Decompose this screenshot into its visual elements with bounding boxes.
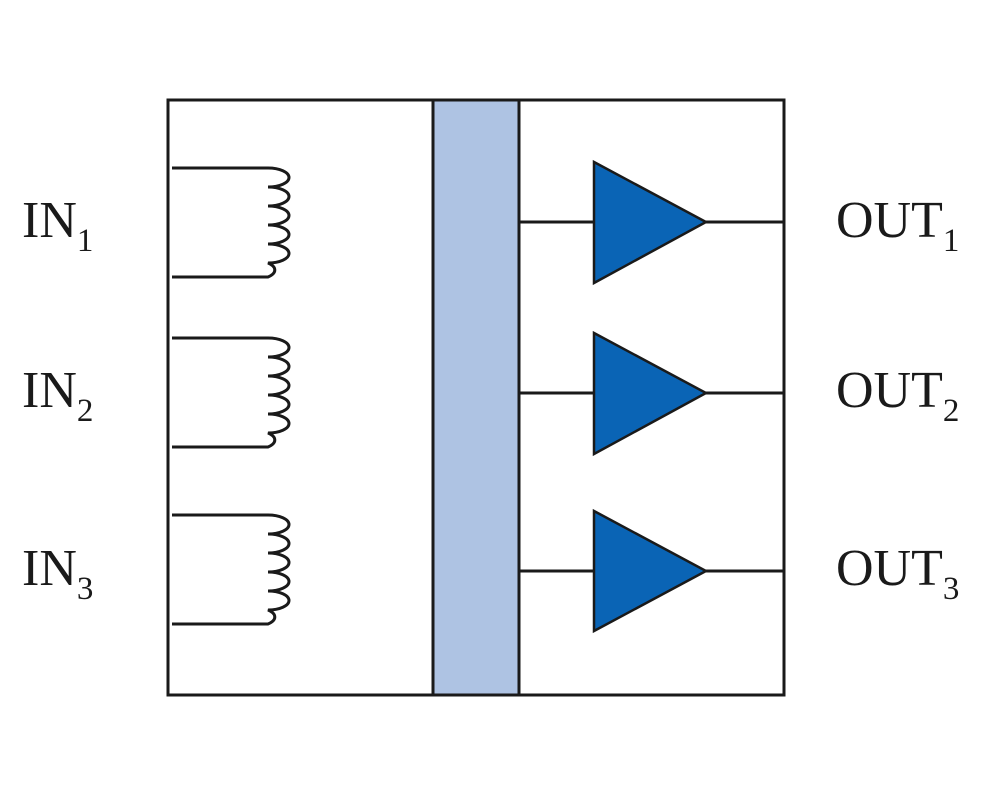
- amplifier-triangle-icon: [592, 330, 709, 457]
- input-label-name: IN: [22, 540, 77, 597]
- output-label-name: OUT: [836, 192, 943, 249]
- output-label-subscript: 3: [943, 571, 960, 607]
- output-label-subscript: 1: [943, 223, 960, 259]
- amplifier-triangle-icon: [592, 508, 709, 634]
- input-label-subscript: 1: [77, 223, 94, 259]
- input-label-name: IN: [22, 192, 77, 249]
- amplifier-triangle-icon: [592, 159, 709, 286]
- output-label-1: OUT1: [836, 192, 959, 259]
- transformer-coil-icon: [172, 166, 291, 279]
- output-label-3: OUT3: [836, 540, 959, 607]
- transformer-coil-icon: [172, 336, 291, 449]
- input-label-subscript: 2: [77, 393, 94, 429]
- output-label-2: OUT2: [836, 362, 959, 429]
- input-coil-2: [172, 336, 291, 449]
- input-label-subscript: 3: [77, 571, 94, 607]
- input-label-3: IN3: [22, 540, 93, 607]
- input-label-2: IN2: [22, 362, 93, 429]
- transformer-coil-icon: [172, 513, 291, 626]
- output-label-name: OUT: [836, 362, 943, 419]
- output-label-subscript: 2: [943, 393, 960, 429]
- input-label-name: IN: [22, 362, 77, 419]
- input-coil-3: [172, 513, 291, 626]
- output-label-name: OUT: [836, 540, 943, 597]
- input-label-1: IN1: [22, 192, 93, 259]
- isolation-barrier: [431, 98, 521, 697]
- input-coil-1: [172, 166, 291, 279]
